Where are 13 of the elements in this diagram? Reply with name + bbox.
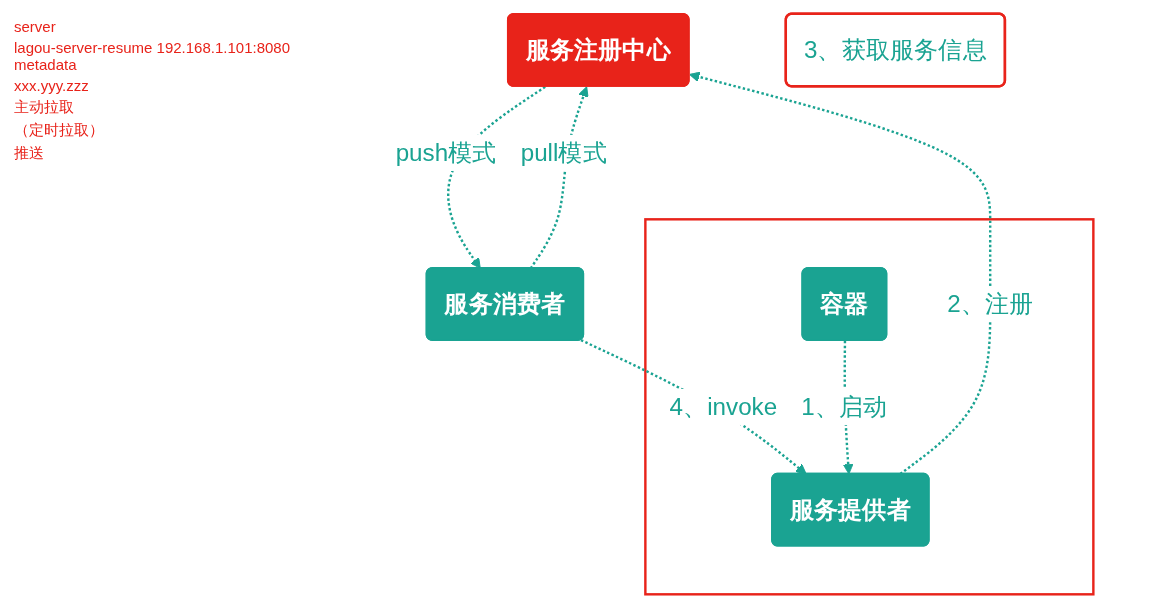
arrow	[447, 85, 546, 269]
edge-label: push模式	[395, 138, 497, 166]
note-text: server	[14, 18, 57, 35]
note-text: xxx.yyy.zzz	[14, 77, 90, 94]
edge-label: 1、启动	[801, 393, 888, 420]
cluster	[644, 217, 1095, 596]
note-text: 主动拉取	[14, 98, 75, 117]
arrow	[580, 338, 807, 474]
edge-label: pull模式	[520, 138, 607, 166]
edge-label: 4、invoke	[669, 393, 778, 420]
note-text: （定时拉取）	[14, 121, 105, 140]
edge-label: 2、注册	[947, 290, 1034, 317]
note-text: 推送	[14, 144, 45, 163]
